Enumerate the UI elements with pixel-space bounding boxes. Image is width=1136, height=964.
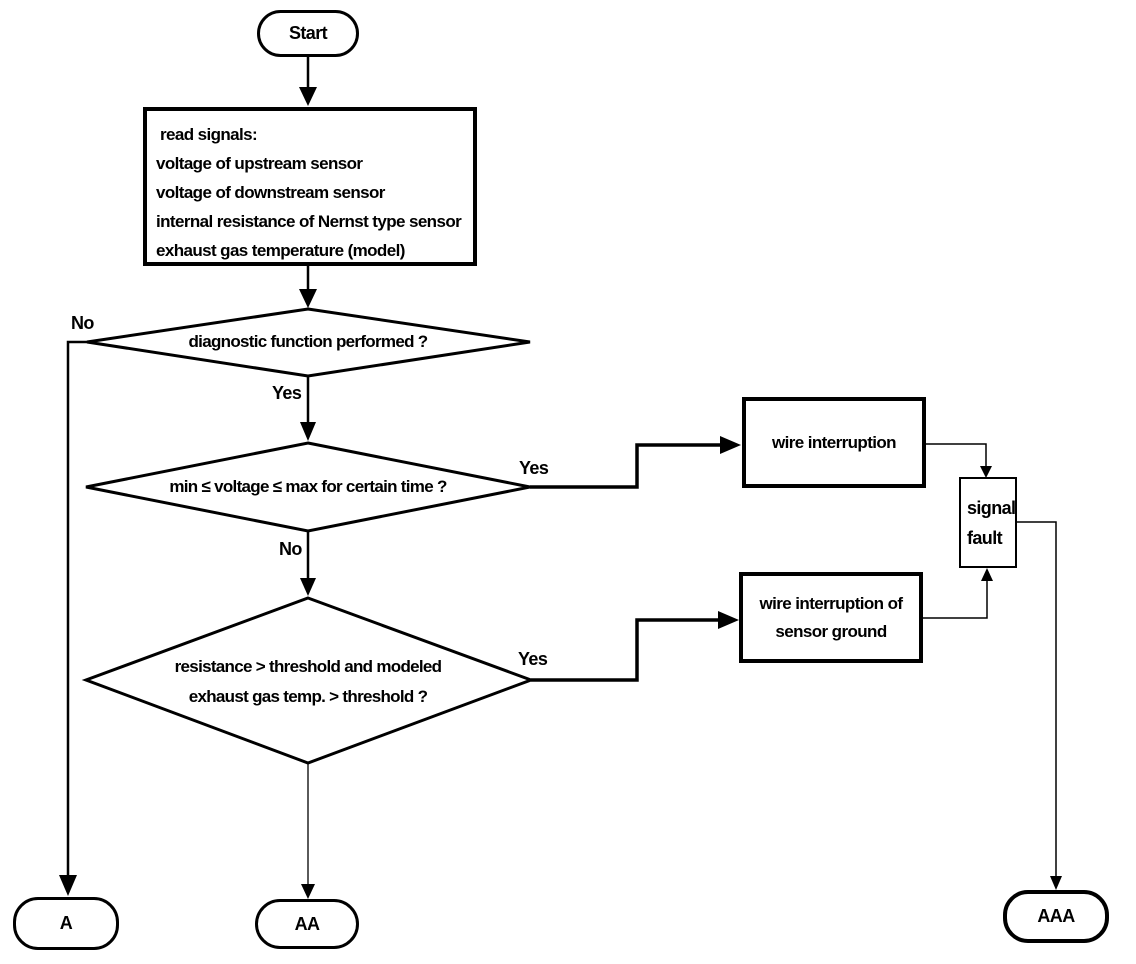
edge-label-diagnostic-no: No [71, 313, 94, 333]
terminal-aa-label: AA [294, 913, 320, 934]
arrowhead-voltage [300, 422, 316, 441]
arrowhead-resistance [300, 578, 316, 596]
edge-label-resistance-yes: Yes [518, 649, 548, 669]
terminal-a-label: A [59, 913, 73, 933]
signal-fault-line1: signal [967, 497, 1016, 518]
edge-signal-fault-to-aaa [1016, 521, 1057, 878]
signal-fault-box: signal fault [959, 477, 1017, 568]
arrowhead-wire-interruption [720, 436, 741, 454]
start-label: Start [288, 23, 328, 43]
edge-wire-ground-to-signal-fault [922, 579, 988, 619]
wire-interruption-ground-line2: sensor ground [775, 621, 887, 641]
decision-resistance-line2: exhaust gas temp. > threshold ? [188, 687, 428, 706]
read-signals-line: voltage of downstream sensor [156, 183, 385, 202]
decision-resistance-line1: resistance > threshold and modeled [174, 657, 442, 676]
start-terminal: Start [257, 10, 359, 57]
terminal-a: A [13, 897, 119, 950]
read-signals-line: exhaust gas temperature (model) [156, 241, 405, 260]
arrowhead-terminal-a [59, 875, 77, 896]
edge-wire-interruption-to-signal-fault [926, 443, 987, 468]
arrowhead-terminal-aa [301, 884, 315, 899]
read-signals-box: read signals: voltage of upstream sensor… [143, 107, 477, 266]
edge-resistance-yes-to-wire-ground [531, 618, 720, 682]
read-signals-line: internal resistance of Nernst type senso… [156, 212, 462, 231]
edge-label-voltage-yes: Yes [519, 458, 549, 478]
signal-fault-line2: fault [967, 527, 1003, 548]
edge-label-voltage-no: No [279, 539, 302, 559]
arrowhead-wire-ground [718, 611, 739, 629]
terminal-aaa: AAA [1003, 890, 1109, 943]
wire-interruption-ground-line1: wire interruption of [759, 593, 903, 613]
arrowhead-read-signals [299, 87, 317, 106]
decision-voltage-label: min ≤ voltage ≤ max for certain time ? [169, 477, 447, 496]
arrowhead-terminal-aaa [1050, 876, 1062, 890]
wire-interruption-label: wire interruption [772, 432, 897, 452]
edge-voltage-yes-to-wire-interruption [530, 443, 722, 489]
read-signals-line: voltage of upstream sensor [156, 154, 363, 173]
decision-resistance-label: resistance > threshold and modeled exhau… [100, 652, 516, 712]
arrowhead-diagnostic [299, 289, 317, 308]
terminal-aaa-label: AAA [1037, 906, 1075, 926]
arrowhead-signal-fault-top [980, 466, 992, 478]
read-signals-line: read signals: [160, 125, 258, 144]
edge-diagnostic-no-to-a [66, 340, 87, 876]
terminal-aa: AA [255, 899, 359, 949]
decision-diagnostic-label: diagnostic function performed ? [188, 332, 429, 351]
wire-interruption-ground-box: wire interruption of sensor ground [739, 572, 923, 663]
wire-interruption-box: wire interruption [742, 397, 926, 488]
arrowhead-signal-fault-bottom [981, 568, 993, 581]
edge-label-diagnostic-yes: Yes [272, 383, 302, 403]
